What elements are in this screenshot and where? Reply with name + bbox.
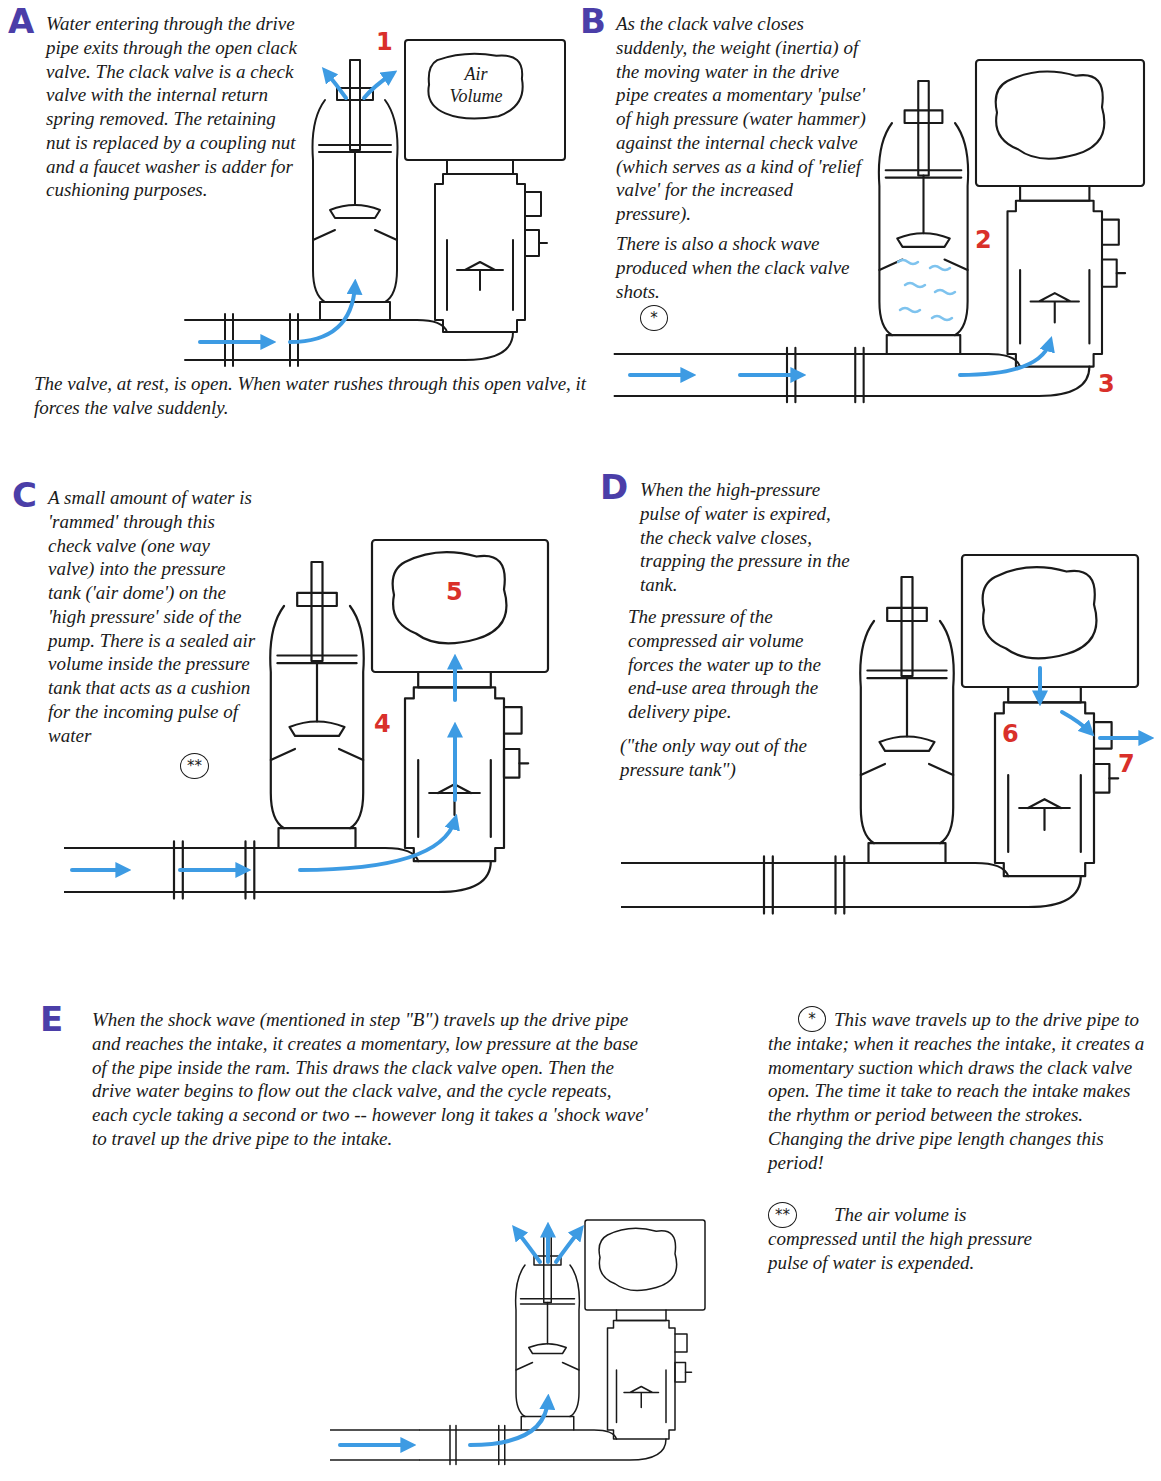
drive-pipe <box>330 1430 420 1460</box>
footnote-text: The air volume is compressed until the h… <box>768 1203 1058 1274</box>
step-text: ("the only way out of the pressure tank"… <box>620 734 845 782</box>
air-volume-blob: Air Volume <box>425 50 527 122</box>
panel-letter: B <box>580 4 606 38</box>
ram-pump-e <box>420 1220 705 1465</box>
step-text: When the shock wave (mentioned in step "… <box>92 1008 652 1151</box>
drive-pipe <box>621 863 720 907</box>
callout-number: 4 <box>374 712 391 736</box>
callout-number: 1 <box>376 30 393 54</box>
drive-pipe <box>64 848 130 892</box>
step-text: Water entering through the drive pipe ex… <box>46 12 304 202</box>
panel-letter: A <box>8 4 34 38</box>
step-text: As the clack valve closes suddenly, the … <box>616 12 868 226</box>
callout-number: 5 <box>446 580 463 604</box>
callout-number: 2 <box>975 228 992 252</box>
step-text: There is also a shock wave produced when… <box>616 232 866 303</box>
node-label: Air Volume <box>440 64 512 107</box>
air-volume-b <box>996 72 1105 159</box>
footnote-mark: * <box>640 305 668 331</box>
panel-letter: C <box>12 478 37 512</box>
water-pulse-dots <box>898 260 955 320</box>
step-text: The pressure of the compressed air volum… <box>628 605 850 724</box>
callout-number: 6 <box>1002 722 1019 746</box>
panel-letter: E <box>40 1002 63 1036</box>
ram-pump-d <box>720 555 1138 914</box>
step-text: The valve, at rest, is open. When water … <box>34 372 604 420</box>
step-text: A small amount of water is 'rammed' thro… <box>48 486 258 747</box>
air-volume-c <box>393 552 507 643</box>
drive-pipe <box>614 354 745 396</box>
footnote-mark: ** <box>180 753 209 779</box>
callout-number: 3 <box>1098 372 1115 396</box>
air-volume-d <box>983 567 1097 658</box>
step-text: When the high-pressure pulse of water is… <box>640 478 850 597</box>
footnote-text: This wave travels up to the drive pipe t… <box>768 1008 1148 1174</box>
blob-path <box>428 54 522 119</box>
footnote-mark: * <box>798 1006 826 1032</box>
callout-number: 7 <box>1118 752 1135 776</box>
footnote-mark: ** <box>768 1202 797 1228</box>
water-flow-arrows <box>72 72 1148 1445</box>
air-volume-e <box>599 1228 677 1290</box>
panel-letter: D <box>600 470 628 504</box>
